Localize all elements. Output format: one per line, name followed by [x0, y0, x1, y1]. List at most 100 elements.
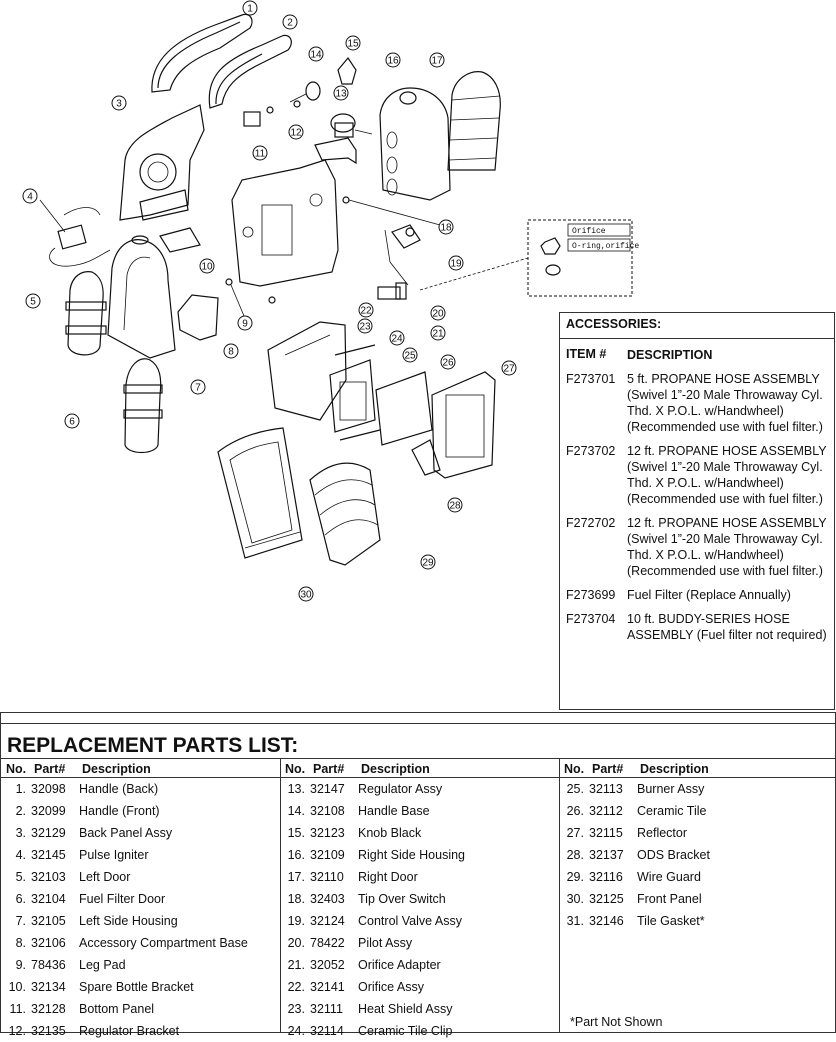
callout-22: 22 [358, 302, 374, 318]
parts-column-header: No.Part#Description [280, 759, 559, 778]
part-handle-front [208, 34, 292, 109]
parts-cell-no: 20. [287, 936, 305, 950]
parts-cell-description: Front Panel [637, 892, 702, 906]
parts-cell-description: Wire Guard [637, 870, 701, 884]
parts-cell-part: 32116 [589, 870, 623, 884]
parts-cell-no: 15. [287, 826, 305, 840]
parts-cell-no: 24. [287, 1024, 305, 1038]
parts-cell-description: Burner Assy [637, 782, 705, 796]
accessory-item-number: F273704 [566, 612, 616, 626]
callout-29: 29 [420, 554, 436, 570]
callout-9: 9 [237, 315, 253, 331]
parts-header-description: Description [640, 762, 709, 776]
parts-cell-no: 19. [287, 914, 305, 928]
callout-label: 15 [347, 39, 359, 50]
inset-label-orifice: Orifice [572, 227, 606, 236]
callout-18: 18 [438, 219, 454, 235]
parts-cell-no: 1. [15, 782, 26, 796]
parts-cell-description: Orifice Adapter [358, 958, 441, 972]
parts-cell-no: 26. [566, 804, 584, 818]
parts-cell-no: 5. [15, 870, 26, 884]
part-ceramic-tile-clip [334, 344, 381, 441]
part-front-panel [217, 427, 303, 559]
parts-cell-description: Accessory Compartment Base [79, 936, 248, 950]
parts-cell-description: Pulse Igniter [79, 848, 149, 862]
parts-cell-description: Reflector [637, 826, 688, 840]
parts-cell-description: ODS Bracket [637, 848, 710, 862]
part-tip-over-switch [342, 196, 441, 226]
parts-cell-part: 32124 [310, 914, 345, 928]
parts-cell-no: 30. [566, 892, 584, 906]
part-handle-back [151, 13, 253, 93]
parts-cell-no: 14. [287, 804, 305, 818]
parts-cell-description: Knob Black [358, 826, 422, 840]
callout-label: 4 [27, 192, 33, 203]
parts-cell-no: 6. [15, 892, 26, 906]
parts-cell-part: 32109 [310, 848, 345, 862]
callout-20: 20 [430, 305, 446, 321]
callout-27: 27 [501, 360, 517, 376]
callout-11: 11 [252, 145, 268, 161]
replacement-parts-list: REPLACEMENT PARTS LIST: No.Part#Descript… [0, 712, 836, 1038]
part-ods-bracket [411, 439, 441, 476]
part-reflector [431, 371, 496, 479]
parts-cell-no: 28. [566, 848, 584, 862]
accessory-row: F273701 5 ft. PROPANE HOSE ASSEMBLY (Swi… [560, 365, 834, 437]
parts-header-description: Description [82, 762, 151, 776]
part-left-side-housing [107, 235, 176, 359]
callout-15: 15 [345, 35, 361, 51]
parts-cell-no: 10. [8, 980, 26, 994]
parts-cell-no: 4. [15, 848, 26, 862]
callout-label: 13 [335, 89, 347, 100]
parts-cell-description: Bottom Panel [79, 1002, 155, 1016]
parts-cell-description: Tile Gasket* [637, 914, 705, 928]
parts-header-no: No. [564, 762, 585, 776]
parts-cell-description: Handle (Front) [79, 804, 160, 818]
callout-label: 2 [287, 18, 293, 29]
parts-cell-part: 32145 [31, 848, 66, 862]
parts-cell-part: 32128 [31, 1002, 66, 1016]
parts-cell-description: Regulator Bracket [79, 1024, 180, 1038]
parts-cell-description: Tip Over Switch [358, 892, 446, 906]
parts-cell-no: 8. [15, 936, 26, 950]
callout-7: 7 [190, 379, 206, 395]
parts-cell-no: 3. [15, 826, 26, 840]
parts-cell-description: Spare Bottle Bracket [79, 980, 194, 994]
part-control-valve-assy [384, 224, 421, 286]
callout-label: 18 [440, 223, 452, 234]
parts-cell-part: 32110 [310, 870, 344, 884]
callout-1: 1 [242, 0, 258, 16]
parts-cell-part: 32137 [589, 848, 624, 862]
parts-cell-part: 32146 [589, 914, 624, 928]
parts-header-description: Description [361, 762, 430, 776]
parts-cell-part: 32403 [310, 892, 345, 906]
accessory-row: F273704 10 ft. BUDDY-SERIES HOSE ASSEMBL… [560, 605, 834, 645]
parts-cell-description: Right Door [358, 870, 418, 884]
accessories-header-item: ITEM # [566, 347, 607, 361]
parts-cell-no: 12. [8, 1024, 26, 1038]
part-pulse-igniter [39, 199, 111, 267]
callout-8: 8 [223, 343, 239, 359]
callout-6: 6 [64, 413, 80, 429]
callout-25: 25 [402, 347, 418, 363]
parts-cell-description: Left Door [79, 870, 131, 884]
accessory-row: F272702 12 ft. PROPANE HOSE ASSEMBLY (Sw… [560, 509, 834, 581]
callout-label: 9 [242, 319, 248, 330]
parts-cell-part: 32099 [31, 804, 66, 818]
callout-label: 5 [30, 297, 36, 308]
parts-cell-part: 32147 [310, 782, 345, 796]
parts-cell-part: 32112 [589, 804, 623, 818]
parts-cell-description: Regulator Assy [358, 782, 443, 796]
parts-column-header: No.Part#Description [1, 759, 280, 778]
